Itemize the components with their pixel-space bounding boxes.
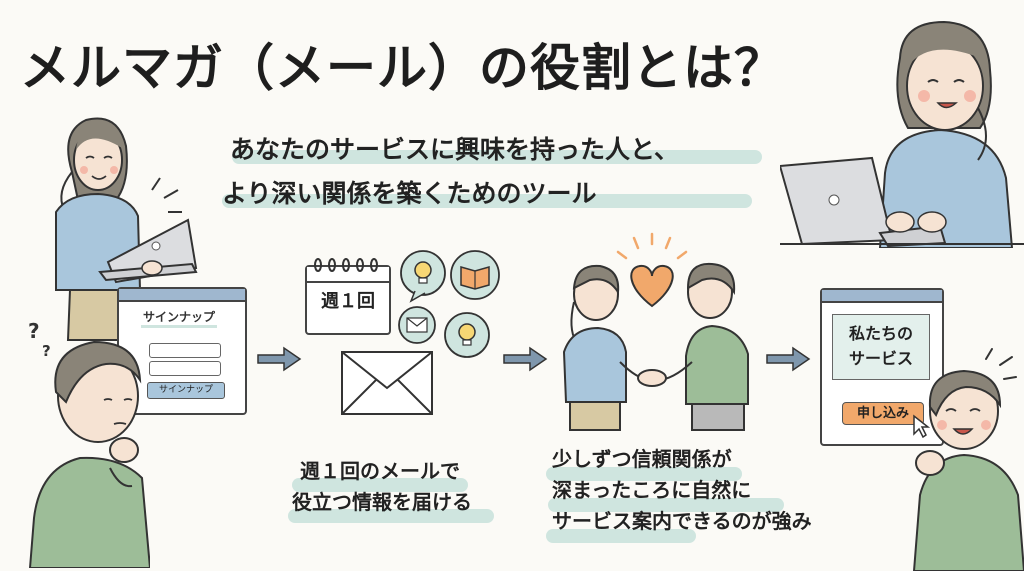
tagline-line-1: あなたのサービスに興味を持った人と、: [230, 135, 680, 164]
step3-caption-line-1: 少しずつ信頼関係が: [552, 447, 732, 471]
woman-laptop-illustration: [780, 20, 1024, 248]
tagline-line-2: より深い関係を築くためのツール: [222, 179, 597, 208]
step2-caption: 週１回のメールで 役立つ情報を届ける: [292, 456, 472, 518]
tagline-highlight-1: [232, 150, 762, 164]
envelope-icon: [341, 351, 433, 415]
man-thinking-illustration: ? ?: [28, 319, 150, 568]
step3-caption-line-3: サービス案内できるのが強み: [552, 509, 812, 533]
step2-highlight-1: [292, 478, 468, 492]
step2-highlight-2: [288, 509, 494, 523]
signup-window-titlebar: [119, 289, 245, 302]
man-smiling-illustration: [912, 348, 1024, 571]
service-window: 私たちの サービス 申し込み: [820, 288, 944, 446]
step2-caption-line-1: 週１回のメールで: [300, 459, 460, 483]
woman-holding-laptop-illustration: [55, 117, 198, 341]
service-window-titlebar: [822, 290, 942, 303]
service-heading-line-1: 私たちの: [848, 324, 913, 343]
arrow-step-2-icon: [503, 346, 548, 372]
svg-text:?: ?: [42, 342, 51, 360]
signup-name-field[interactable]: [149, 343, 221, 358]
svg-text:?: ?: [28, 319, 40, 343]
cursor-icon: [913, 414, 930, 438]
step3-highlight-2: [548, 498, 784, 512]
step3-highlight-1: [546, 467, 742, 481]
step3-caption-line-2: 深まったころに自然に: [552, 478, 752, 502]
arrow-step-1-icon: [257, 346, 302, 372]
handshake-illustration: [562, 232, 749, 431]
step3-highlight-3: [546, 529, 696, 543]
apply-button[interactable]: 申し込み: [842, 402, 924, 425]
content-bubbles-illustration: [398, 250, 500, 358]
step2-caption-line-2: 役立つ情報を届ける: [292, 490, 472, 514]
service-card: 私たちの サービス: [832, 314, 930, 380]
service-heading-line-2: サービス: [848, 349, 913, 368]
step3-caption: 少しずつ信頼関係が 深まったころに自然に サービス案内できるのが強み: [552, 444, 812, 537]
signup-email-field[interactable]: [149, 361, 221, 376]
tagline-highlight-2: [222, 194, 752, 208]
arrow-step-3-icon: [766, 346, 811, 372]
page-title: メルマガ（メール）の役割とは？: [20, 39, 785, 97]
calendar-header: [307, 267, 389, 283]
calendar-rings-icon: [314, 258, 378, 272]
signup-heading: サインナップ: [143, 310, 216, 324]
calendar-label: 週１回: [321, 291, 375, 312]
signup-heading-underline: [141, 325, 217, 328]
calendar-icon: 週１回: [305, 265, 391, 335]
signup-submit-button[interactable]: サインナップ: [147, 382, 225, 399]
